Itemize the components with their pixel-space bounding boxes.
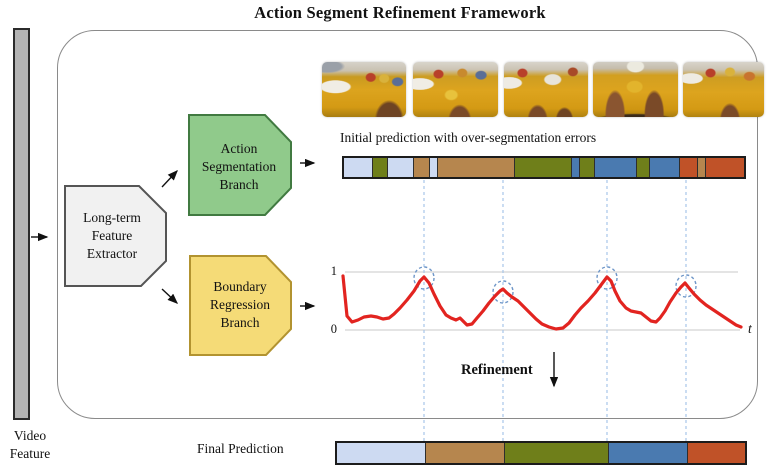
action-label-line3: Branch xyxy=(219,177,259,192)
long-term-feature-extractor-label: Long-term Feature Extractor xyxy=(62,209,162,263)
segment-orange xyxy=(679,158,697,177)
y-axis-label-zero: 0 xyxy=(330,322,337,336)
video-frame-1 xyxy=(322,62,406,117)
segment-tan xyxy=(412,158,430,177)
segment-steel_blue xyxy=(570,158,579,177)
video-frame-5 xyxy=(683,62,764,117)
video-frame-3 xyxy=(504,62,588,117)
action-label-line2: Segmentation xyxy=(201,159,277,174)
segment-tan xyxy=(436,158,515,177)
time-axis-label: t xyxy=(748,321,752,336)
segment-orange xyxy=(686,443,745,463)
segment-olive xyxy=(371,158,387,177)
segment-light_blue xyxy=(429,158,437,177)
segment-olive xyxy=(578,158,595,177)
page-title: Action Segment Refinement Framework xyxy=(254,3,546,22)
initial-prediction-caption: Initial prediction with over-segmentatio… xyxy=(340,130,597,145)
segment-light_blue xyxy=(344,158,372,177)
final-prediction-label: Final Prediction xyxy=(197,441,284,456)
final-prediction-bar xyxy=(335,441,747,465)
segment-tan xyxy=(696,158,706,177)
segment-steel_blue xyxy=(594,158,636,177)
segment-olive xyxy=(635,158,650,177)
initial-prediction-bar xyxy=(342,156,746,179)
action-segmentation-branch-label: Action Segmentation Branch xyxy=(189,140,289,194)
boundary-label-line1: Boundary xyxy=(213,279,267,294)
segment-light_blue xyxy=(386,158,413,177)
segment-olive xyxy=(514,158,571,177)
segment-steel_blue xyxy=(649,158,680,177)
segment-light_blue xyxy=(337,443,426,463)
segment-olive xyxy=(504,443,609,463)
boundary-regression-branch-label: Boundary Regression Branch xyxy=(190,278,290,332)
boundary-label-line3: Branch xyxy=(220,315,260,330)
y-axis-label-one: 1 xyxy=(330,264,337,278)
refinement-label: Refinement xyxy=(461,362,533,378)
segment-orange xyxy=(705,158,744,177)
video-feature-label: Video Feature xyxy=(0,427,60,463)
segment-tan xyxy=(425,443,505,463)
boundary-label-line2: Regression xyxy=(210,297,270,312)
segment-steel_blue xyxy=(608,443,687,463)
video-feature-label-line2: Feature xyxy=(9,446,51,461)
video-frame-4 xyxy=(593,62,678,117)
extractor-label-line3: Extractor xyxy=(86,246,138,261)
extractor-label-line1: Long-term xyxy=(83,210,141,225)
action-label-line1: Action xyxy=(220,141,258,156)
extractor-label-line2: Feature xyxy=(91,228,133,243)
video-feature-bar xyxy=(13,28,30,420)
video-feature-label-line1: Video xyxy=(13,428,47,443)
video-frame-2 xyxy=(413,62,498,117)
